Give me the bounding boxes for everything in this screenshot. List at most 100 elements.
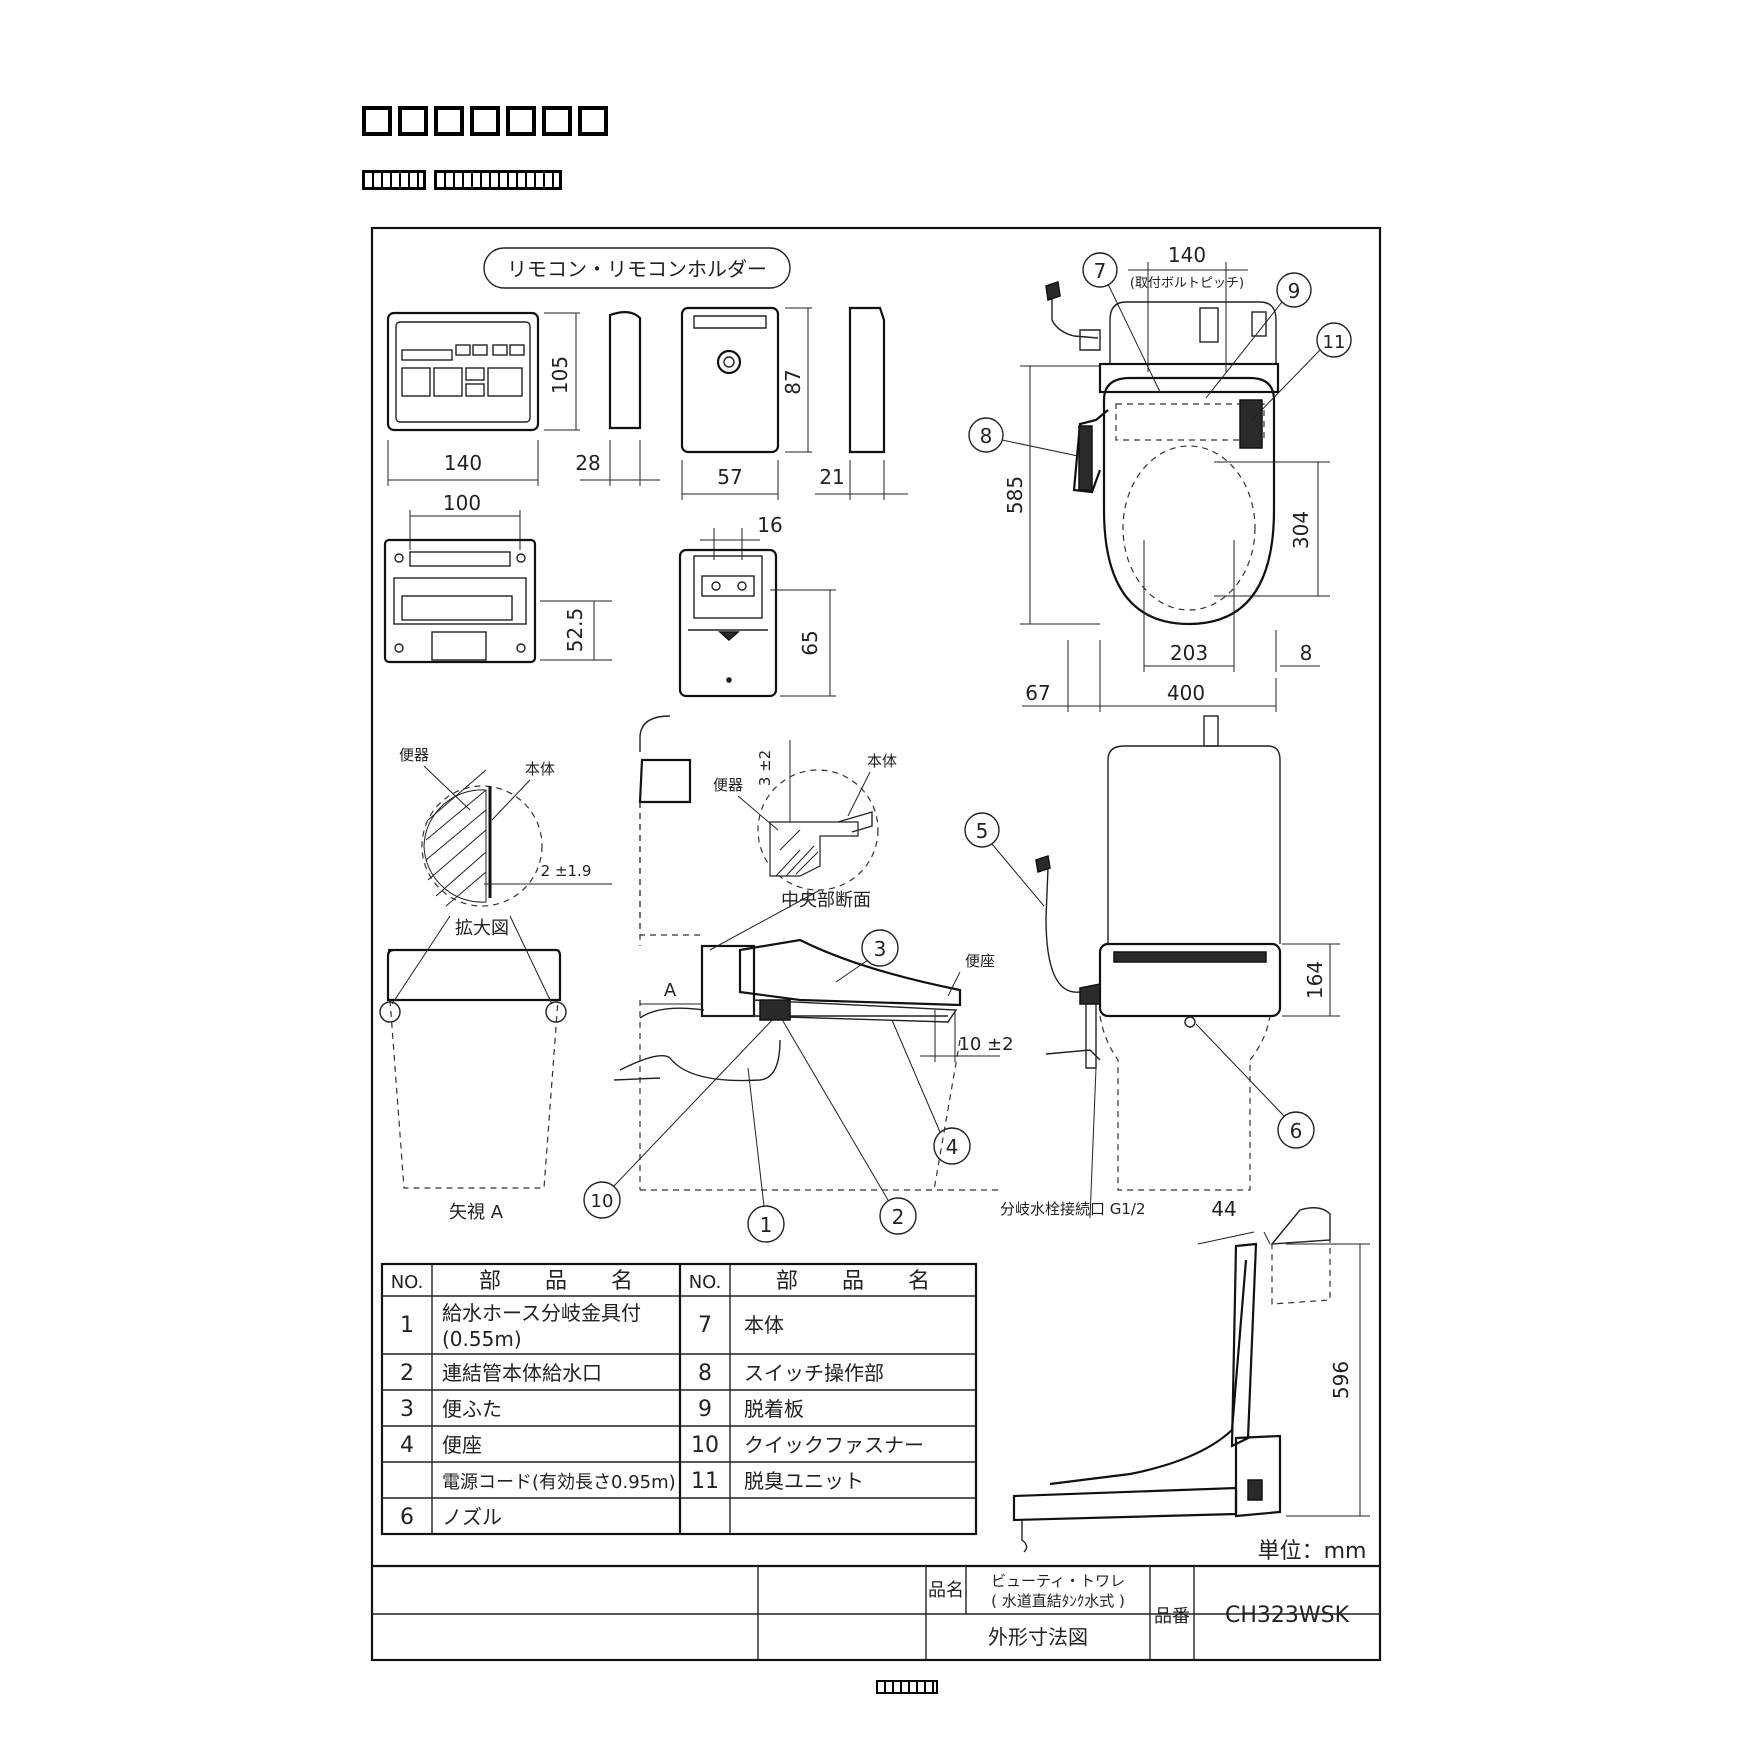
table-cell: 給水ホース分岐金具付 [442, 1301, 641, 1325]
side-view-center [613, 715, 1000, 1191]
label-arrow-a: A [664, 980, 677, 1001]
callout-1: 1 [747, 1067, 785, 1243]
dim-67: 67 [1025, 681, 1050, 705]
table-cell: 本体 [744, 1313, 784, 1337]
svg-text:10: 10 [591, 1191, 614, 1212]
dim-203: 203 [1170, 641, 1208, 665]
seat-top-view [1045, 281, 1280, 626]
table-cell: 電源コード(有効長さ0.95m) [442, 1472, 676, 1493]
table-cell: 10 [691, 1433, 719, 1458]
dim-164: 164 [1303, 961, 1327, 999]
svg-text:6: 6 [1290, 1119, 1303, 1143]
center-section-detail [757, 769, 879, 891]
callout-11: 11 [1251, 322, 1352, 421]
label-hontai-2: 本体 [867, 752, 897, 770]
callout-5: 5 [964, 812, 1045, 907]
table-cell: 便ふた [442, 1397, 502, 1421]
dim-21: 21 [819, 465, 844, 489]
dim-105: 105 [548, 356, 572, 394]
callout-2: 2 [779, 1015, 917, 1235]
header-title-placeholder [362, 106, 608, 136]
svg-text:2: 2 [892, 1205, 905, 1229]
dim-65: 65 [798, 630, 822, 655]
enlarged-detail [421, 769, 543, 907]
dim-100: 100 [443, 491, 481, 515]
dim-57: 57 [717, 465, 742, 489]
side-elevation [1012, 1207, 1331, 1553]
power-cord [1045, 867, 1081, 993]
svg-text:4: 4 [946, 1135, 959, 1159]
dim-87: 87 [781, 369, 805, 394]
dim-400: 400 [1167, 681, 1205, 705]
remote-label: リモコン・リモコンホルダー [507, 257, 767, 281]
dim-28: 28 [575, 451, 600, 475]
product-line-2: ( 水道直結ﾀﾝｸ水式 ) [991, 1592, 1125, 1610]
callout-7: 7 [1082, 252, 1161, 393]
table-cell: 6 [400, 1505, 414, 1530]
header-subtitle-placeholder [362, 170, 562, 190]
callout-4: 4 [891, 1019, 971, 1165]
table-cell: 11 [691, 1469, 719, 1494]
dim-44: 44 [1211, 1197, 1236, 1221]
table-cell: 3 [400, 1397, 414, 1422]
drawing-frame [370, 226, 1382, 1662]
dim-596: 596 [1329, 1361, 1353, 1399]
label-benza: 便座 [965, 952, 995, 970]
front-view-right [1045, 715, 1282, 1191]
dim-3: 3 ±2 [756, 750, 774, 786]
label-yashi-a: 矢視 A [449, 1202, 504, 1223]
table-cell: クイックファスナー [744, 1433, 924, 1457]
dim-140a: 140 [444, 451, 482, 475]
table-cell: 8 [698, 1361, 712, 1386]
title-block: 品名 ビューティ・トワレ ( 水道直結ﾀﾝｸ水式 ) 品番 CH323WSK 外… [372, 1564, 1380, 1660]
hinban-label: 品番 [1154, 1606, 1190, 1627]
dim-2: 2 ±1.9 [541, 862, 592, 880]
table-header-no-1: NO. [391, 1272, 424, 1293]
table-cell: 脱着板 [744, 1397, 804, 1421]
remote-back-view [383, 538, 537, 664]
table-cell: 便座 [442, 1433, 482, 1457]
dim-pitch: (取付ボルトピッチ) [1130, 276, 1244, 291]
callout-3: 3 [835, 929, 899, 983]
product-line-1: ビューティ・トワレ [991, 1572, 1125, 1590]
dim-10: 10 ±2 [958, 1034, 1013, 1055]
holder-back-view [678, 548, 778, 698]
label-bunki: 分岐水栓接続口 G1/2 [1000, 1200, 1146, 1218]
table-cell: 4 [400, 1433, 414, 1458]
callout-8: 8 [968, 417, 1079, 457]
table-cell: 脱臭ユニット [744, 1469, 864, 1493]
table-cell: スイッチ操作部 [744, 1361, 884, 1385]
remote-side-view [608, 311, 642, 430]
label-chuou: 中央部断面 [781, 890, 871, 911]
label-kakudaizu: 拡大図 [455, 918, 509, 939]
label-benki-1: 便器 [399, 746, 429, 764]
callout-9: 9 [1205, 272, 1312, 399]
label-benki-2: 便器 [713, 776, 743, 794]
dim-585: 585 [1003, 476, 1027, 514]
table-cell: 連結管本体給水口 [442, 1361, 602, 1385]
svg-text:8: 8 [980, 424, 993, 448]
table-cell: (0.55m) [442, 1327, 522, 1351]
holder-front-view [680, 306, 780, 454]
svg-text:7: 7 [1094, 259, 1107, 283]
dim-52-5: 52.5 [563, 608, 587, 653]
table-cell: 7 [698, 1313, 712, 1338]
svg-text:3: 3 [874, 937, 887, 961]
table-header-no-2: NO. [689, 1272, 722, 1293]
dim-8: 8 [1300, 641, 1313, 665]
dim-16: 16 [757, 513, 782, 537]
label-unit: 単位：mm [1258, 1539, 1367, 1564]
table-cell: 1 [400, 1313, 414, 1338]
callout-10: 10 [583, 1015, 777, 1219]
svg-text:9: 9 [1288, 279, 1301, 303]
table-cell: 9 [698, 1397, 712, 1422]
holder-side-view [848, 306, 886, 454]
table-header-name-2: 部 品 名 [776, 1269, 930, 1294]
parts-table: NO. 部 品 名 NO. 部 品 名 1 給水ホース分岐金具付 (0.55m)… [380, 1262, 978, 1536]
model-number: CH323WSK [1225, 1603, 1350, 1628]
svg-text:1: 1 [760, 1213, 773, 1237]
dim-304: 304 [1289, 511, 1313, 549]
svg-text:5: 5 [976, 819, 989, 843]
dim-140b: 140 [1168, 243, 1206, 267]
